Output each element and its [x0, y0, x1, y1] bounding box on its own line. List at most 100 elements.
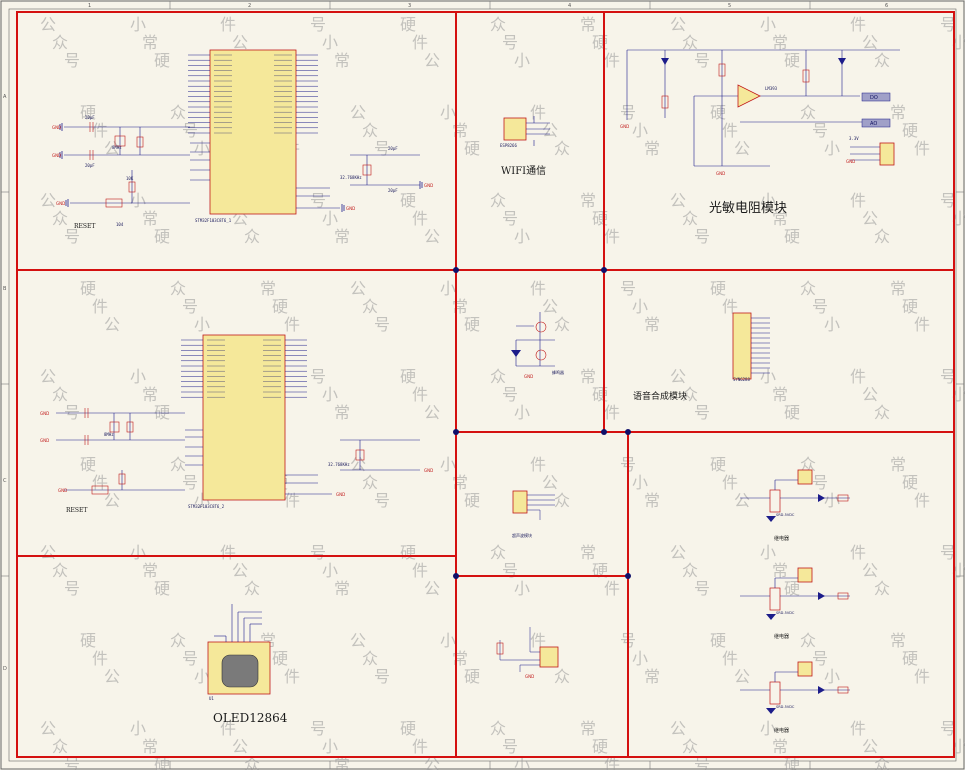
watermark-glyph: 众 — [52, 561, 68, 580]
row-label: C — [3, 478, 7, 484]
watermark-glyph: 常 — [142, 209, 158, 228]
watermark-glyph: 公 — [350, 455, 366, 474]
junction-dot — [453, 429, 459, 435]
watermark-glyph: 常 — [452, 473, 468, 492]
watermark-glyph: 众 — [170, 455, 186, 474]
watermark-glyph: 硬 — [400, 719, 416, 738]
watermark-glyph: 件 — [604, 403, 620, 422]
watermark-glyph: 小 — [130, 367, 146, 386]
watermark-glyph: 硬 — [710, 631, 726, 650]
col-label: 1 — [88, 3, 91, 9]
watermark-glyph: 常 — [890, 103, 906, 122]
watermark-glyph: 件 — [92, 121, 108, 140]
watermark-glyph: 公 — [862, 561, 878, 580]
do-port — [861, 92, 891, 102]
photoresistor-module: DO AO LM393 GND GND GND 3.3V 光敏电阻模块 — [620, 49, 900, 216]
resistor — [837, 592, 849, 600]
watermark-glyph: 公 — [350, 631, 366, 650]
cap-label: 20pF — [388, 188, 398, 193]
watermark-glyph: 常 — [580, 15, 596, 34]
watermark-glyph: 硬 — [400, 543, 416, 562]
watermark-glyph: 众 — [800, 103, 816, 122]
watermark-glyph: 小 — [440, 103, 456, 122]
relay-header — [797, 469, 813, 485]
watermark-glyph: 公 — [670, 367, 686, 386]
watermark-glyph: 常 — [334, 227, 350, 246]
watermark-glyph: 号 — [374, 139, 390, 158]
watermark-glyph: 小 — [952, 33, 965, 52]
reset-label-bottom: RESET — [66, 507, 87, 514]
watermark-glyph: 小 — [440, 279, 456, 298]
watermark-glyph: 小 — [514, 227, 530, 246]
gnd-label: GND — [56, 201, 65, 206]
watermark-glyph: 小 — [322, 737, 338, 756]
watermark-glyph: 件 — [722, 121, 738, 140]
led-icon — [818, 592, 825, 600]
photo-header — [879, 142, 895, 166]
watermark-glyph: 众 — [362, 649, 378, 668]
watermark-glyph: 公 — [862, 385, 878, 404]
watermark-glyph: 小 — [130, 191, 146, 210]
ao-port — [861, 118, 891, 128]
oled-title: OLED12864 — [213, 711, 288, 725]
watermark-glyph: 众 — [170, 279, 186, 298]
watermark-glyph: 硬 — [592, 737, 608, 756]
watermark-glyph: 常 — [890, 455, 906, 474]
watermark-glyph: 公 — [40, 543, 56, 562]
watermark-glyph: 硬 — [902, 649, 918, 668]
watermark-glyph: 常 — [334, 579, 350, 598]
watermark-glyph: 众 — [244, 579, 260, 598]
watermark-glyph: 硬 — [400, 15, 416, 34]
watermark-glyph: 小 — [952, 737, 965, 756]
watermark-glyph: 件 — [850, 191, 866, 210]
watermark-glyph: 常 — [334, 51, 350, 70]
watermark-glyph: 件 — [412, 385, 428, 404]
watermark-glyph: 号 — [812, 297, 828, 316]
col-label: 5 — [728, 3, 731, 9]
watermark-glyph: 硬 — [592, 385, 608, 404]
watermark-glyph: 硬 — [464, 139, 480, 158]
buzzer-symbol — [535, 349, 547, 361]
watermark-glyph: 件 — [412, 561, 428, 580]
watermark-glyph: 公 — [670, 543, 686, 562]
relay-part-label: SRD-5VDC — [776, 611, 795, 615]
watermark-glyph: 常 — [142, 385, 158, 404]
watermark-glyph: 众 — [554, 315, 570, 334]
watermark-glyph: 小 — [194, 667, 210, 686]
border-labels: 1 2 3 4 5 6 A B C D — [3, 3, 888, 672]
junction-dot — [453, 267, 459, 273]
watermark-glyph: 小 — [130, 719, 146, 738]
watermark-glyph: 件 — [530, 631, 546, 650]
gnd-label: GND — [525, 674, 534, 679]
watermark-glyph: 众 — [362, 473, 378, 492]
watermark-glyph: 硬 — [80, 103, 96, 122]
watermark-glyph: 件 — [914, 667, 930, 686]
relay-title: 继电器 — [774, 727, 789, 734]
watermark-glyph: 号 — [502, 561, 518, 580]
resistor — [837, 494, 849, 502]
watermark-glyph: 常 — [452, 297, 468, 316]
ultrasonic-wires — [527, 494, 555, 520]
buzzer-module: 蜂鸣器 GND — [511, 312, 564, 379]
watermark-glyph: 众 — [554, 491, 570, 510]
watermark-glyph: 硬 — [464, 491, 480, 510]
watermark-glyph: 件 — [92, 473, 108, 492]
relay-part-label: SRD-5VDC — [776, 513, 795, 517]
watermark-glyph: 硬 — [902, 473, 918, 492]
oled-wires — [214, 604, 262, 642]
mcu-top-body — [209, 49, 297, 215]
resistor — [718, 63, 726, 77]
mcu-top-block: STM32F103C8T6_1 — [188, 49, 318, 223]
ultrasonic-title: 超声波模块 — [512, 532, 532, 538]
led-icon — [661, 58, 669, 65]
watermark-glyph: 众 — [874, 755, 890, 770]
led-icon — [818, 686, 825, 694]
watermark-glyph: 常 — [334, 403, 350, 422]
watermark-glyph: 号 — [502, 385, 518, 404]
watermark-glyph: 常 — [334, 755, 350, 770]
watermark-glyph: 众 — [800, 455, 816, 474]
watermark-glyph: 硬 — [710, 279, 726, 298]
watermark-glyph: 件 — [284, 315, 300, 334]
